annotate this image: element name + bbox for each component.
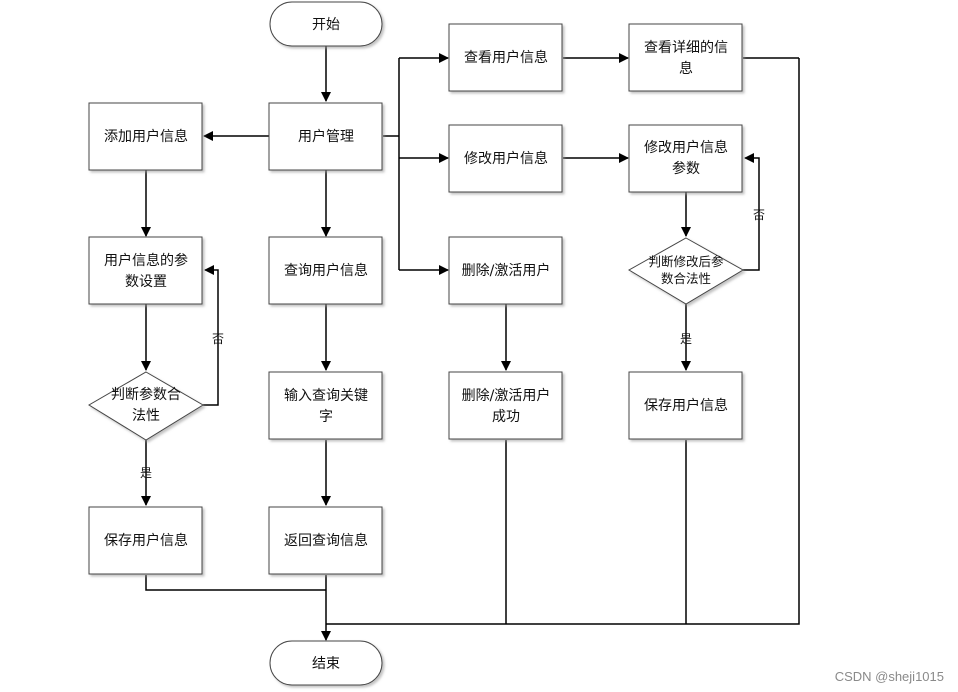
end-terminal: 结束: [269, 640, 383, 686]
edge-check-valid-no: [203, 265, 219, 406]
save-right-node: 保存用户信息: [628, 371, 743, 440]
view-detail-node: 查看详细的信 息: [628, 23, 743, 92]
edge-check-modify-no: [743, 153, 760, 271]
param-set-label-line2: 数设置: [125, 274, 167, 290]
yes-label-right: 是: [680, 332, 692, 346]
query-user-label: 查询用户信息: [284, 262, 368, 279]
save-left-label: 保存用户信息: [104, 532, 188, 549]
start-label: 开始: [312, 17, 340, 33]
delete-success-node: 删除/激活用户 成功: [448, 371, 563, 440]
delete-success-label-line2: 成功: [492, 409, 520, 425]
connectors: [141, 46, 800, 641]
no-label-left: 否: [212, 332, 224, 346]
input-keyword-label-line1: 输入查询关键: [284, 388, 368, 404]
nodes: 开始 用户管理 添加用户信息 用户信息的参 数设置 判断参数合 法性 保存用户信…: [88, 1, 744, 686]
view-user-node: 查看用户信息: [448, 23, 563, 92]
input-keyword-label-line2: 字: [319, 409, 333, 425]
end-label: 结束: [312, 656, 340, 672]
check-valid-decision: 判断参数合 法性: [88, 371, 204, 441]
modify-params-node: 修改用户信息 参数: [628, 124, 743, 193]
modify-user-node: 修改用户信息: [448, 124, 563, 193]
edge-merge-bottom: [326, 58, 800, 625]
check-modify-decision: 判断修改后参 数合法性: [628, 237, 744, 305]
param-set-node: 用户信息的参 数设置: [88, 236, 203, 305]
query-user-node: 查询用户信息: [268, 236, 383, 305]
start-terminal: 开始: [269, 1, 383, 47]
modify-params-label-line1: 修改用户信息: [644, 139, 728, 156]
add-user-label: 添加用户信息: [104, 128, 188, 145]
view-detail-label-line1: 查看详细的信: [644, 40, 728, 56]
user-mgmt-label: 用户管理: [298, 128, 354, 145]
check-modify-label-line2: 数合法性: [661, 271, 711, 286]
input-keyword-node: 输入查询关键 字: [268, 371, 383, 440]
return-query-label: 返回查询信息: [284, 532, 368, 549]
user-mgmt-node: 用户管理: [268, 102, 383, 171]
yes-label-left: 是: [140, 466, 152, 480]
watermark: CSDN @sheji1015: [834, 669, 944, 684]
view-user-label: 查看用户信息: [464, 49, 548, 66]
view-detail-label-line2: 息: [679, 60, 693, 77]
save-right-label: 保存用户信息: [644, 397, 728, 414]
edge-save-left-merge: [145, 575, 326, 591]
param-set-label-line1: 用户信息的参: [104, 252, 188, 269]
check-modify-label-line1: 判断修改后参: [648, 254, 724, 269]
check-valid-label-line2: 法性: [132, 408, 160, 424]
save-left-node: 保存用户信息: [88, 506, 203, 575]
modify-user-label: 修改用户信息: [464, 150, 548, 167]
no-label-right: 否: [753, 208, 765, 222]
modify-params-label-line2: 参数: [672, 160, 700, 177]
edge-labels: 否 是 否 是: [140, 208, 765, 480]
delete-activate-node: 删除/激活用户: [448, 236, 563, 305]
delete-activate-label: 删除/激活用户: [462, 262, 551, 279]
return-query-node: 返回查询信息: [268, 506, 383, 575]
add-user-node: 添加用户信息: [88, 102, 203, 171]
delete-success-label-line1: 删除/激活用户: [462, 387, 551, 404]
check-valid-label-line1: 判断参数合: [111, 386, 181, 403]
